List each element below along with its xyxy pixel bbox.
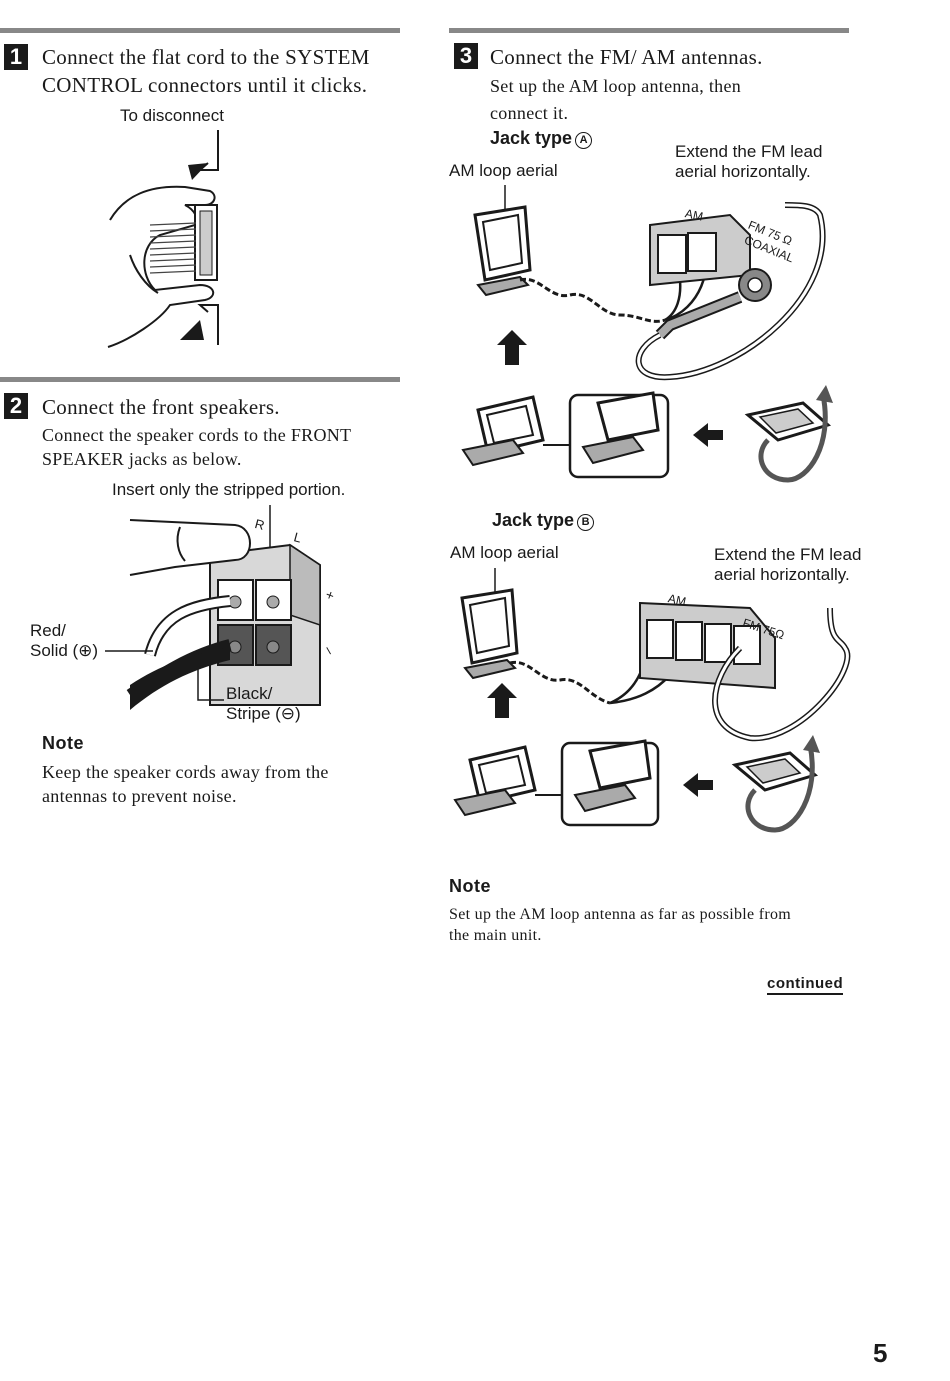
black-stripe-label: Black/ Stripe (⊖) (226, 684, 301, 723)
insert-label: Insert only the stripped portion. (112, 480, 346, 499)
note-title: Note (449, 876, 491, 896)
section-rule (0, 28, 400, 33)
red-pointer-line (105, 650, 153, 652)
black-pointer-line (197, 655, 224, 701)
jack-a-diagram (473, 185, 826, 381)
jack-b-mark: B (577, 514, 595, 531)
note-title: Note (42, 733, 84, 753)
step-number: 1 (4, 44, 28, 70)
speaker-jack-illustration (126, 505, 321, 710)
jack-b-diagram (460, 568, 851, 742)
section-rule (449, 28, 849, 33)
fm-lead-label-b: Extend the FM lead aerial horizontally. (714, 545, 862, 584)
am-aerial-label-b: AM loop aerial (450, 543, 559, 562)
step-number: 2 (4, 393, 28, 419)
am-aerial-label-a: AM loop aerial (449, 161, 558, 180)
fm-lead-label-a: Extend the FM lead aerial horizontally. (675, 142, 823, 181)
jack-a-mark: A (575, 132, 593, 149)
note-text: Set up the AM loop antenna as far as pos… (449, 906, 792, 944)
step-instructions: Connect the speaker cords to the FRONT S… (42, 425, 352, 469)
flat-cord-illustration (107, 130, 219, 348)
step-instructions: Set up the AM loop antenna, then connect… (490, 76, 742, 123)
step-heading: Connect the flat cord to the SYSTEM CONT… (42, 45, 370, 97)
red-solid-label: Red/ Solid (⊕) (30, 621, 99, 660)
step-heading: Connect the FM/ AM antennas. (490, 45, 763, 69)
note-text: Keep the speaker cords away from the ant… (42, 762, 329, 806)
antenna-assembly-a (461, 385, 833, 483)
disconnect-label: To disconnect (120, 106, 224, 125)
step-heading: Connect the front speakers. (42, 395, 280, 419)
antenna-assembly-b (453, 735, 820, 833)
section-rule (0, 377, 400, 382)
page-number: 5 (873, 1338, 888, 1368)
continued-label: continued (767, 975, 844, 995)
step-number: 3 (454, 43, 478, 69)
